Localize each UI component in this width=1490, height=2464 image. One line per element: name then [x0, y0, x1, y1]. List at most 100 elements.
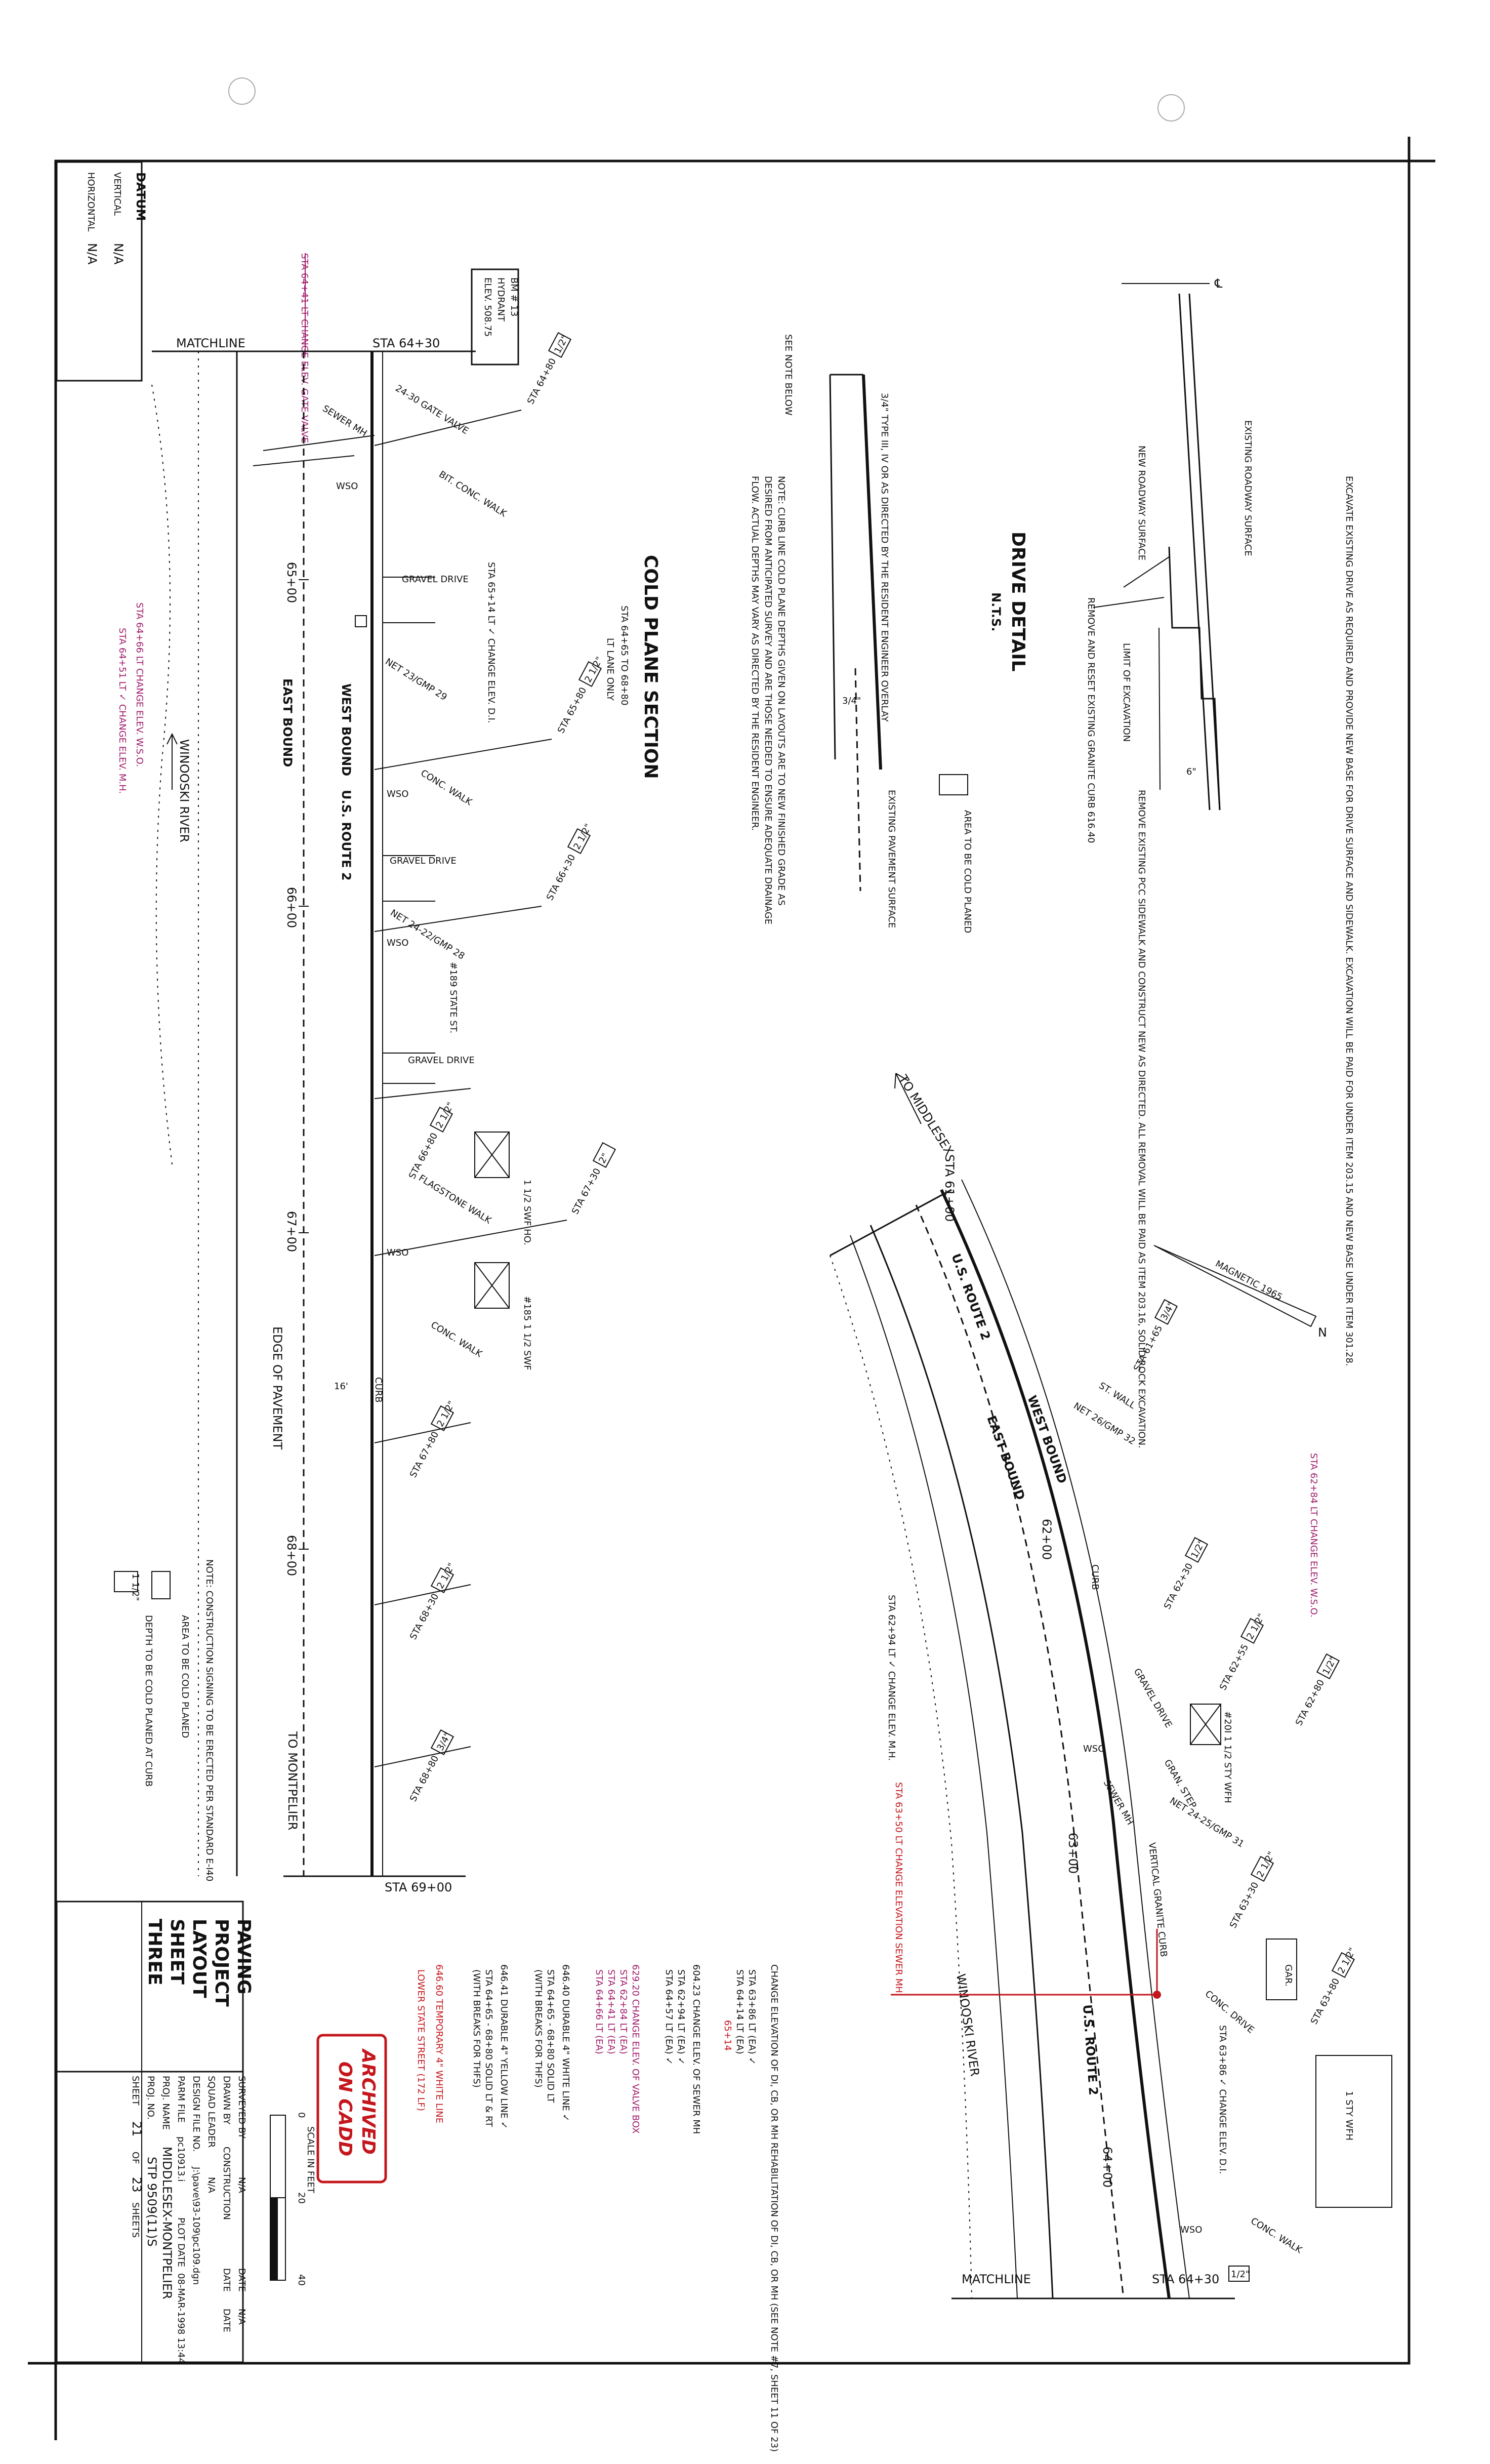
house-symbol	[474, 1132, 510, 1178]
drive-detail: ℄ EXCAVATE EXISTING DRIVE AS REQUIRED AN…	[939, 276, 1354, 1448]
legend-depth-label: DEPTH TO BE COLD PLANED AT CURB	[143, 1615, 154, 1787]
right-conc-walk: CONC. WALK	[1249, 2215, 1304, 2255]
limit-label: LIMIT OF EXCAVATION	[1121, 643, 1132, 742]
svg-text:STA 67+80: STA 67+80	[408, 1430, 441, 1479]
legend-depth-swatch	[114, 1571, 138, 1592]
house-symbol	[474, 1262, 510, 1309]
sewer-mh-label: SEWER MH	[320, 403, 368, 438]
svg-text:2 1/2": 2 1/2"	[1336, 1946, 1358, 1975]
drive-cl-top: ℄	[1214, 276, 1223, 291]
svg-text:SURVEYED BY: SURVEYED BY	[236, 2076, 247, 2139]
change-elev-di: STA 65+14 LT ✓ CHANGE ELEV. D.I.	[486, 562, 496, 723]
scale-bar: SCALE IN FEET 0 20 40	[270, 2112, 316, 2286]
svg-text:STA 68+80: STA 68+80	[408, 1754, 441, 1803]
left-curb-label: CURB	[373, 1377, 384, 1403]
drive-detail-title: DRIVE DETAIL	[1008, 532, 1028, 671]
left-plan: MATCHLINE STA 64+30 STA 69+00 65+00 6	[117, 332, 616, 1894]
right-sta-end-tag	[1228, 2266, 1250, 2282]
svg-text:20: 20	[296, 2192, 307, 2204]
item-60423: 604.23 CHANGE ELEV. OF SEWER MH	[691, 1964, 701, 2134]
svg-text:THREE: THREE	[144, 1919, 165, 1986]
left-edge-pavement-label: EDGE OF PAVEMENT	[270, 1326, 284, 1450]
svg-text:PROJ. NAME: PROJ. NAME	[160, 2076, 171, 2130]
corner-mark	[1408, 137, 1435, 163]
svg-text:LAYOUT: LAYOUT	[189, 1919, 210, 1998]
archived-stamp: ARCHIVED ON CADD	[316, 2034, 387, 2184]
svg-text:STA 67+30: STA 67+30	[570, 1166, 603, 1216]
svg-text:STA 62+80: STA 62+80	[1294, 1678, 1327, 1727]
right-chg-di: STA 63+86 ✓ CHANGE ELEV. D.I.	[1217, 2025, 1228, 2174]
left-river-label: WINOOSKI RIVER	[177, 739, 191, 842]
right-river-label: WINOOSKI RIVER	[954, 1973, 982, 2077]
cold-plane-note: NOTE: CURB LINE COLD PLANE DEPTHS GIVEN …	[750, 476, 787, 924]
item-64640b: (WITH BREAKS FOR THFS)	[533, 1969, 544, 2088]
svg-text:0: 0	[296, 2112, 307, 2118]
title-block: PAVING PROJECT LAYOUT SHEET THREE SURVEY…	[56, 1901, 254, 2364]
svg-text:STA 63+80: STA 63+80	[1309, 1976, 1342, 2026]
svg-text:pc10913.i: pc10913.i	[176, 2136, 186, 2182]
left-station-68: 68+00	[284, 1535, 299, 1576]
svg-text:SHEETS: SHEETS	[130, 2202, 141, 2238]
svg-text:PROJECT: PROJECT	[211, 1919, 232, 2007]
right-matchline-label: MATCHLINE	[962, 2272, 1031, 2286]
cold-plane-subtitle2: LT LANE ONLY	[605, 638, 615, 701]
legend-area-label: AREA TO BE COLD PLANED	[180, 1615, 190, 1738]
svg-text:MIDDLESEX-MONTPELIER: MIDDLESEX-MONTPELIER	[160, 2147, 174, 2299]
sheet-border	[54, 159, 1411, 2365]
svg-text:2 1/2": 2 1/2"	[571, 822, 594, 852]
right-sta-end: STA 64+30	[1152, 2272, 1219, 2286]
right-shoulder	[850, 1235, 1018, 2299]
cold-plane-curb-line	[829, 374, 836, 760]
existing-pavement-label: EXISTING PAVEMENT SURFACE	[886, 790, 897, 928]
svg-text:SCALE IN FEET: SCALE IN FEET	[305, 2126, 316, 2194]
datum-horizontal-value: N/A	[85, 243, 99, 265]
right-sta-start: STA 61+00	[942, 1154, 957, 1222]
wso-label-1: WSO	[336, 481, 358, 492]
wso-label-2: WSO	[387, 789, 408, 799]
cold-plane-overlay	[862, 374, 882, 770]
left-river-arrow	[167, 733, 178, 790]
svg-text:DATE: DATE	[236, 2268, 247, 2292]
svg-text:DATE: DATE	[221, 2309, 232, 2332]
svg-text:2 1/2": 2 1/2"	[583, 655, 605, 684]
right-station-63: 63+00	[1066, 1833, 1080, 1874]
legend: NOTE: CONSTRUCTION SIGNING TO BE ERECTED…	[114, 1559, 215, 1881]
cold-plane-subtitle: STA 64+65 TO 68+80	[619, 605, 630, 705]
svg-text:SHEET: SHEET	[167, 1919, 187, 1985]
svg-text:629.20 CHANGE ELEV. OF VALVE B: 629.20 CHANGE ELEV. OF VALVE BOX	[630, 1964, 641, 2133]
svg-text:PARM FILE: PARM FILE	[176, 2076, 186, 2123]
svg-text:CONSTRUCTION: CONSTRUCTION	[221, 2147, 232, 2220]
left-sta-end: STA 69+00	[385, 1880, 452, 1894]
net23-label: NET 23/GMP 29	[383, 656, 448, 703]
item-62920b: STA 64+41 LT (EA)	[606, 1969, 616, 2054]
right-sidewalk-line	[961, 1179, 1190, 2299]
left-matchline-label: MATCHLINE	[176, 336, 245, 350]
svg-text:STA 62+30: STA 62+30	[1162, 1561, 1195, 1611]
legend-note: NOTE: CONSTRUCTION SIGNING TO BE ERECTED…	[204, 1559, 215, 1881]
svg-text:DATE: DATE	[221, 2268, 232, 2292]
left-road-name: U.S. ROUTE 2	[339, 790, 353, 881]
st-wall-label: ST. WALL	[1097, 1380, 1137, 1411]
right-chg-mh: STA 62+94 LT ✓ CHANGE ELEV. M.H.	[886, 1595, 897, 1761]
svg-text:STA 66+30: STA 66+30	[545, 853, 577, 902]
change-elev-mh-left: STA 64+51 LT ✓ CHANGE ELEV. M.H.	[117, 628, 128, 794]
svg-text:08-MAR-1998 13:44: 08-MAR-1998 13:44	[176, 2273, 186, 2364]
gravel-drive-label-1: GRAVEL DRIVE	[402, 574, 469, 585]
svg-text:STA 62+84 LT CHANGE ELEV. W.S.: STA 62+84 LT CHANGE ELEV. W.S.O.	[1308, 1453, 1319, 1618]
rehab-line: CHANGE ELEVATION OF DI, CB, OR MH REHABI…	[769, 1964, 779, 2452]
svg-text:23: 23	[130, 2177, 144, 2193]
left-eastbound: EAST BOUND	[280, 678, 295, 767]
to-middlesex: TO MIDDLESEX	[895, 1072, 956, 1157]
flagstone-label: FLAGSTONE WALK	[417, 1173, 493, 1226]
right-station-64: 64+00	[1100, 2147, 1114, 2188]
left-sixteen-dim: 16'	[334, 1381, 348, 1392]
svg-text:DRAWN BY: DRAWN BY	[221, 2076, 232, 2125]
six-inch-dim: 6"	[1186, 766, 1196, 777]
net24-label: NET 24-22/GMP 28	[388, 907, 466, 961]
datum-title: DATUM	[134, 172, 148, 221]
right-plan: TO MIDDLESEX STA 61+00 MATCHLINE STA 64+…	[830, 1072, 1392, 2299]
drive-detail-subtitle: N.T.S.	[989, 592, 1003, 631]
right-curb-label: CURB	[1090, 1564, 1100, 1590]
right-chg-strike: STA 62+84 LT CHANGE ELEV. W.S.O.	[1308, 1453, 1319, 1618]
